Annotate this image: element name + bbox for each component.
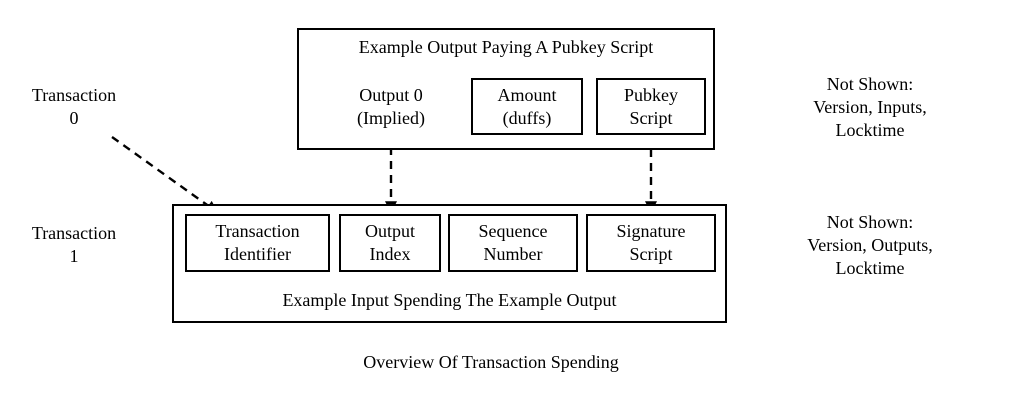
diagram-caption: Overview Of Transaction Spending (363, 352, 619, 372)
transaction-0-not-shown-line: Version, Inputs, (813, 97, 927, 117)
pubkey-script-field: Pubkey Script (596, 78, 706, 135)
amount-field: Amount (duffs) (471, 78, 583, 135)
transaction-identifier-field: Transaction Identifier (185, 214, 330, 272)
output-0-implied-line: Output 0 (359, 85, 423, 105)
output-index-field-line: Output (364, 221, 415, 241)
transaction-0-label: Transaction 0 (14, 84, 134, 130)
transaction-0-not-shown-line: Locktime (835, 120, 905, 140)
output-0-implied-label: Output 0 (Implied) (336, 84, 446, 130)
sequence-number-field-line: Sequence (478, 221, 548, 241)
transaction-1-not-shown-line: Not Shown: (826, 212, 914, 232)
output-index-field-line: Index (369, 244, 411, 264)
output-index-field: Output Index (339, 214, 441, 272)
arrow-tx0-to-transaction-identifier (111, 136, 218, 213)
transaction-0-not-shown-note: Not Shown: Version, Inputs, Locktime (785, 73, 955, 142)
sequence-number-field: Sequence Number (448, 214, 578, 272)
signature-script-field: Signature Script (586, 214, 716, 272)
sequence-number-field-line: Number (483, 244, 543, 264)
transaction-0-label-line: Transaction (31, 85, 117, 105)
signature-script-field-line: Script (629, 244, 673, 264)
transaction-1-label: Transaction 1 (14, 222, 134, 268)
example-input-title: Example Input Spending The Example Outpu… (282, 290, 617, 310)
transaction-1-not-shown-note: Not Shown: Version, Outputs, Locktime (785, 211, 955, 280)
transaction-identifier-field-line: Identifier (224, 244, 291, 264)
transaction-1-not-shown-line: Locktime (835, 258, 905, 278)
example-output-title: Example Output Paying A Pubkey Script (358, 37, 654, 57)
signature-script-field-line: Signature (616, 221, 686, 241)
pubkey-script-field-line: Script (629, 107, 673, 128)
transaction-0-label-line: 0 (69, 108, 79, 128)
transaction-1-not-shown-line: Version, Outputs, (807, 235, 933, 255)
amount-field-line: (duffs) (502, 107, 552, 128)
amount-field-line: Amount (497, 84, 557, 105)
transaction-1-label-line: Transaction (31, 223, 117, 243)
output-0-implied-line: (Implied) (357, 108, 425, 128)
pubkey-script-field-line: Pubkey (624, 84, 678, 105)
transaction-1-label-line: 1 (69, 246, 79, 266)
transaction-identifier-field-line: Transaction (215, 221, 300, 241)
transaction-0-not-shown-line: Not Shown: (826, 74, 914, 94)
